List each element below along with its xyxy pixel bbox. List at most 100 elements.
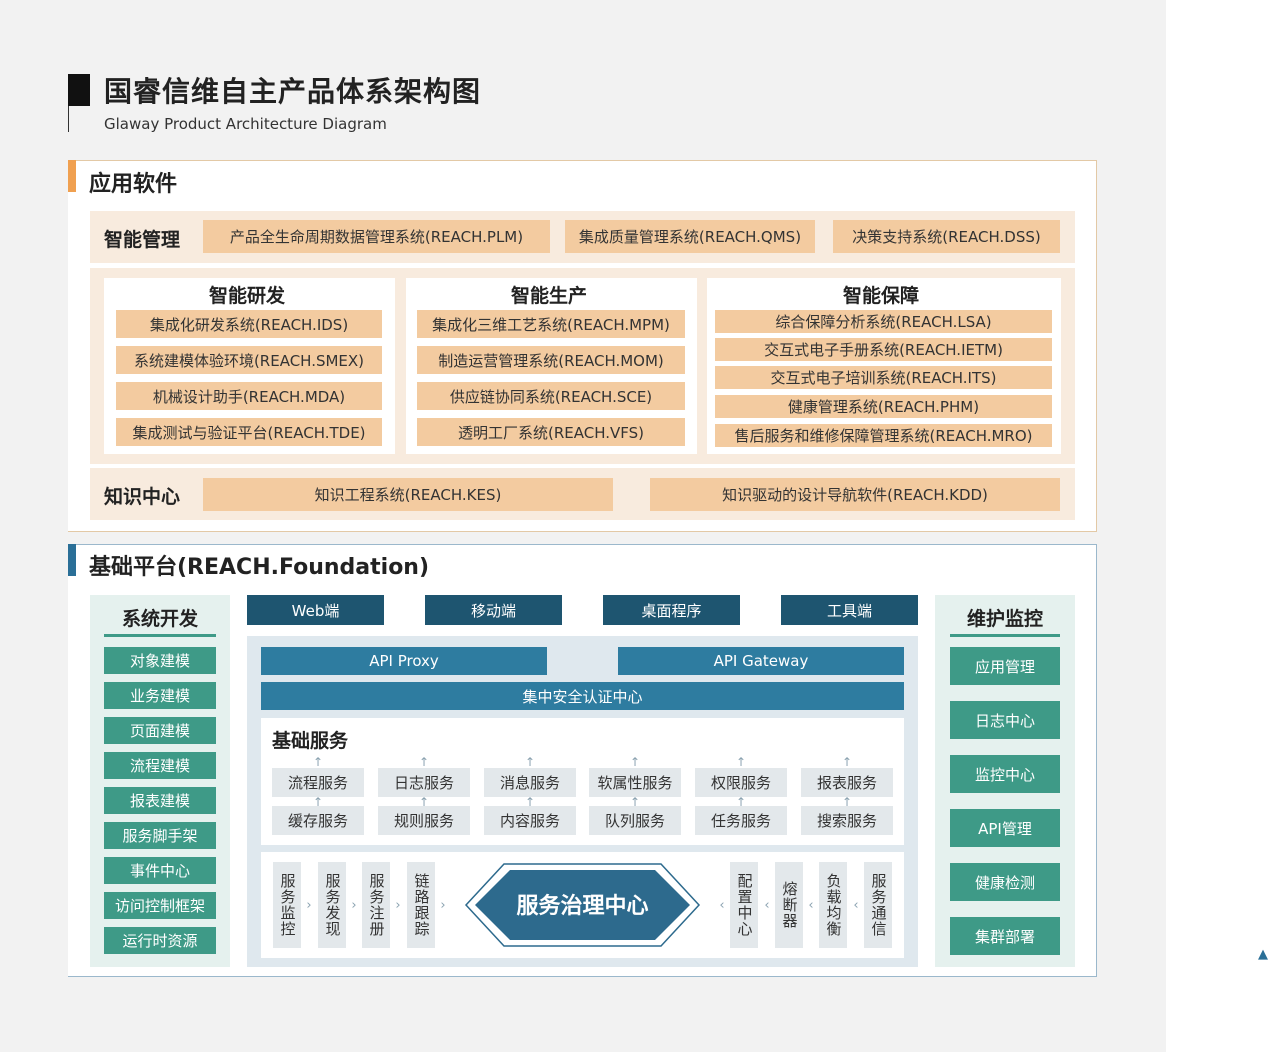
system-box-mda: 机械设计助手(REACH.MDA) (116, 382, 382, 410)
api-gateway-bar: API Gateway (618, 647, 904, 675)
title-accent-line (68, 106, 69, 132)
right-arrow-icon: › (395, 897, 401, 913)
system-dev-title: 系统开发 (121, 607, 198, 630)
system-box-kes: 知识工程系统(REACH.KES) (203, 478, 613, 511)
service-box: 软属性服务 (589, 768, 681, 797)
service-box: 流程服务 (272, 768, 364, 797)
system-box-its: 交互式电子培训系统(REACH.ITS) (715, 366, 1052, 389)
maintenance-item: API管理 (950, 809, 1060, 847)
system-dev-item: 事件中心 (104, 857, 216, 884)
foundation-accent (68, 544, 76, 576)
system-box-mom: 制造运营管理系统(REACH.MOM) (417, 346, 685, 374)
system-box-plm: 产品全生命周期数据管理系统(REACH.PLM) (203, 220, 550, 253)
service-box: 内容服务 (484, 806, 576, 835)
system-dev-item: 业务建模 (104, 682, 216, 709)
client-mobile: 移动端 (425, 595, 562, 625)
client-desktop: 桌面程序 (603, 595, 740, 625)
system-box-ids: 集成化研发系统(REACH.IDS) (116, 310, 382, 338)
maintenance-item: 监控中心 (950, 755, 1060, 793)
governance-hexagon-fill (475, 870, 690, 940)
service-box: 缓存服务 (272, 806, 364, 835)
service-box: 队列服务 (589, 806, 681, 835)
left-arrow-icon: ‹ (764, 897, 770, 913)
smart-management-label: 智能管理 (104, 229, 181, 251)
left-arrow-icon: ‹ (719, 897, 725, 913)
maintenance-item: 集群部署 (950, 917, 1060, 955)
service-box: 任务服务 (695, 806, 787, 835)
service-box: 搜索服务 (801, 806, 893, 835)
up-arrow-icon: ↑ (841, 755, 853, 769)
governance-left-item: 服务监控 (273, 862, 301, 948)
service-box: 日志服务 (378, 768, 470, 797)
client-web: Web端 (247, 595, 384, 625)
maintenance-item: 日志中心 (950, 701, 1060, 739)
service-box: 权限服务 (695, 768, 787, 797)
system-dev-item: 服务脚手架 (104, 822, 216, 849)
up-arrow-icon: ↑ (524, 755, 536, 769)
governance-center-label: 服务治理中心 (516, 893, 648, 919)
auth-center-bar: 集中安全认证中心 (261, 682, 904, 710)
system-dev-item: 页面建模 (104, 717, 216, 744)
governance-hexagon: 服务治理中心 (464, 863, 701, 947)
maintenance-item: 健康检测 (950, 863, 1060, 901)
up-arrow-icon: ↑ (418, 755, 430, 769)
maintenance-item: 应用管理 (950, 647, 1060, 685)
governance-left-item: 服务发现 (318, 862, 346, 948)
left-arrow-icon: ‹ (808, 897, 814, 913)
up-arrow-icon: ↑ (841, 795, 853, 809)
system-dev-item: 报表建模 (104, 787, 216, 814)
app-software-title: 应用软件 (89, 172, 178, 197)
governance-left-item: 链路跟踪 (407, 862, 435, 948)
system-box-ietm: 交互式电子手册系统(REACH.IETM) (715, 338, 1052, 361)
base-services-title: 基础服务 (272, 730, 349, 752)
system-box-dss: 决策支持系统(REACH.DSS) (833, 220, 1060, 253)
system-box-qms: 集成质量管理系统(REACH.QMS) (565, 220, 815, 253)
page-subtitle: Glaway Product Architecture Diagram (104, 115, 387, 133)
smart-production-title: 智能生产 (511, 285, 588, 307)
up-arrow-icon: ↑ (312, 755, 324, 769)
knowledge-center-label: 知识中心 (104, 486, 181, 508)
api-proxy-bar: API Proxy (261, 647, 547, 675)
governance-right-item: 服务通信 (864, 862, 892, 948)
up-arrow-icon: ↑ (312, 795, 324, 809)
governance-left-item: 服务注册 (362, 862, 390, 948)
system-box-kdd: 知识驱动的设计导航软件(REACH.KDD) (650, 478, 1060, 511)
service-box: 报表服务 (801, 768, 893, 797)
right-arrow-icon: › (306, 897, 312, 913)
service-box: 消息服务 (484, 768, 576, 797)
up-arrow-icon: ↑ (418, 795, 430, 809)
system-box-smex: 系统建模体验环境(REACH.SMEX) (116, 346, 382, 374)
system-box-mpm: 集成化三维工艺系统(REACH.MPM) (417, 310, 685, 338)
up-arrow-icon: ↑ (629, 795, 641, 809)
system-box-lsa: 综合保障分析系统(REACH.LSA) (715, 310, 1052, 333)
arrow-up-icon[interactable]: ▲ (1258, 946, 1268, 962)
system-box-vfs: 透明工厂系统(REACH.VFS) (417, 418, 685, 446)
base-services-panel (261, 718, 904, 845)
system-dev-item: 流程建模 (104, 752, 216, 779)
system-dev-item: 运行时资源 (104, 927, 216, 954)
system-dev-underline (104, 634, 216, 637)
system-box-tde: 集成测试与验证平台(REACH.TDE) (116, 418, 382, 446)
up-arrow-icon: ↑ (735, 755, 747, 769)
right-arrow-icon: › (351, 897, 357, 913)
maintenance-title: 维护监控 (966, 607, 1043, 630)
title-accent-bar (68, 74, 90, 106)
governance-right-item: 配置中心 (730, 862, 758, 948)
governance-right-item: 负载均衡 (819, 862, 847, 948)
up-arrow-icon: ↑ (629, 755, 641, 769)
app-software-accent (68, 160, 76, 192)
client-tool: 工具端 (781, 595, 918, 625)
foundation-title: 基础平台(REACH.Foundation) (89, 555, 430, 580)
left-arrow-icon: ‹ (853, 897, 859, 913)
system-dev-item: 对象建模 (104, 647, 216, 674)
page-title: 国睿信维自主产品体系架构图 (104, 75, 482, 108)
smart-support-title: 智能保障 (843, 285, 920, 307)
system-box-sce: 供应链协同系统(REACH.SCE) (417, 382, 685, 410)
right-arrow-icon: › (440, 897, 446, 913)
smart-rd-title: 智能研发 (209, 285, 286, 307)
governance-right-item: 熔断器 (775, 862, 803, 948)
up-arrow-icon: ↑ (735, 795, 747, 809)
service-box: 规则服务 (378, 806, 470, 835)
system-box-mro: 售后服务和维修保障管理系统(REACH.MRO) (715, 424, 1052, 447)
system-dev-item: 访问控制框架 (104, 892, 216, 919)
